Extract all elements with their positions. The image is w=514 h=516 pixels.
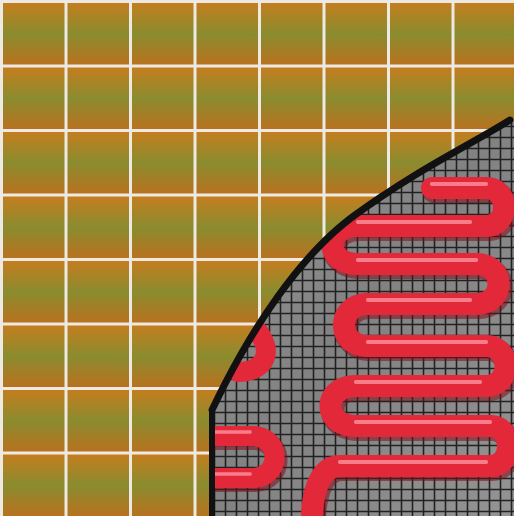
ceramic-tile [390,68,452,130]
ceramic-tile [68,455,130,516]
ceramic-tile [3,3,65,65]
ceramic-tile [3,326,65,388]
ceramic-tile [197,68,259,130]
ceramic-tile [68,3,130,65]
ceramic-tile [3,390,65,452]
ceramic-tile [132,197,194,259]
ceramic-tile [132,261,194,323]
ceramic-tile [390,3,452,65]
ceramic-tile [132,326,194,388]
ceramic-tile [197,261,259,323]
ceramic-tile [3,132,65,194]
ceramic-tile [68,261,130,323]
ceramic-tile [197,197,259,259]
ceramic-tile [261,3,323,65]
ceramic-tile [3,455,65,516]
ceramic-tile [68,390,130,452]
ceramic-tile [132,455,194,516]
ceramic-tile [68,197,130,259]
ceramic-tile [326,68,388,130]
ceramic-tile [68,132,130,194]
ceramic-tile [3,68,65,130]
ceramic-tile [132,3,194,65]
ceramic-tile [455,3,514,65]
ceramic-tile [3,197,65,259]
ceramic-tile [68,68,130,130]
ceramic-tile [68,326,130,388]
ceramic-tile [3,261,65,323]
ceramic-tile [197,3,259,65]
ceramic-tile [261,68,323,130]
ceramic-tile [261,132,323,194]
ceramic-tile [197,132,259,194]
ceramic-tile [132,132,194,194]
ceramic-tile [132,68,194,130]
ceramic-tile [326,132,388,194]
ceramic-tile [326,3,388,65]
ceramic-tile [132,390,194,452]
